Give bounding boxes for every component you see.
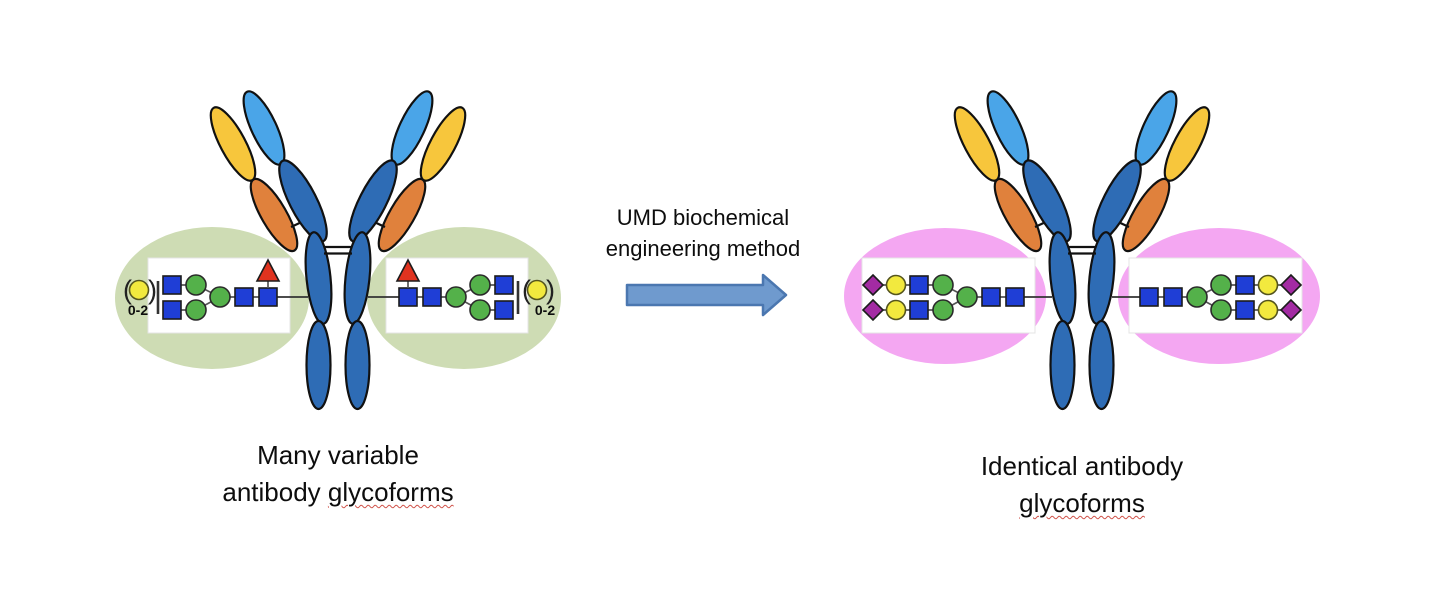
- right-caption-line2: glycoforms: [932, 485, 1232, 522]
- galactose-repeat-label: 0-2: [535, 302, 555, 318]
- antibody-right: [844, 85, 1320, 411]
- spellcheck-underlined-word: glycoforms: [1019, 488, 1145, 518]
- fc-stem: [1044, 229, 1120, 411]
- arrow-label-line1: UMD biochemical: [616, 205, 790, 230]
- antibody-left: ( ) 0-2 ( ) 0-2: [115, 85, 561, 411]
- bracket-open: (: [522, 275, 531, 305]
- right-caption-line1: Identical antibody: [980, 451, 1184, 481]
- bracket-close: ): [148, 275, 157, 305]
- left-caption: Many variable antibody glycoforms: [188, 437, 488, 511]
- bracket-close: ): [546, 275, 555, 305]
- arrow-label: UMD biochemical engineering method: [553, 202, 853, 264]
- process-arrow: [625, 273, 788, 317]
- optional-galactose-circle: [526, 279, 548, 301]
- bracket-open: (: [123, 275, 132, 305]
- left-caption-line1: Many variable: [257, 440, 419, 470]
- left-caption-line2: antibody glycoforms: [222, 477, 454, 507]
- right-caption: Identical antibody glycoforms: [932, 448, 1232, 522]
- galactose-repeat-label: 0-2: [128, 302, 148, 318]
- fc-stem: [300, 229, 376, 411]
- spellcheck-underlined-word: glycoforms: [327, 477, 454, 507]
- optional-galactose-circle: [128, 279, 150, 301]
- arrow-label-line2: engineering method: [605, 236, 801, 261]
